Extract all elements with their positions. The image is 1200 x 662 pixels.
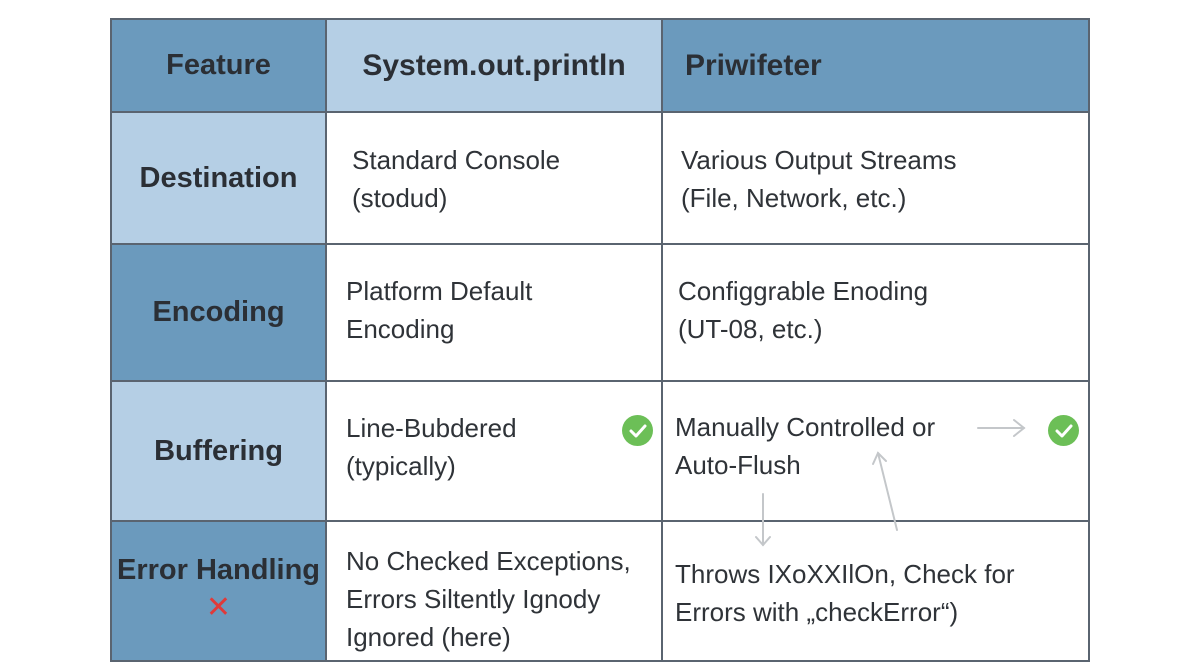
feature-label: Encoding <box>152 296 285 328</box>
printwriter-text: Various Output Streams (File, Network, e… <box>681 145 957 213</box>
println-text: No Checked Exceptions, Errors Siltently … <box>346 546 631 652</box>
feature-label: Destination <box>139 161 298 194</box>
println-text: Platform Default Encoding <box>346 276 533 344</box>
printwriter-cell: Configgrable Enoding (UT-08, etc.) <box>663 245 1088 380</box>
feature-label: Buffering <box>154 434 283 467</box>
header-println: System.out.println <box>327 20 663 111</box>
printwriter-cell: Various Output Streams (File, Network, e… <box>663 113 1088 243</box>
check-circle-icon <box>622 415 653 446</box>
printwriter-cell: Manually Controlled or Auto-Flush <box>663 382 1088 520</box>
println-cell: No Checked Exceptions, Errors Siltently … <box>327 522 663 660</box>
feature-cell: Buffering <box>112 382 327 520</box>
table-row: Buffering Line-Bubdered (typically) Manu… <box>112 380 1088 520</box>
table-row: Destination Standard Console (stodud) Va… <box>112 111 1088 243</box>
println-cell: Platform Default Encoding <box>327 245 663 380</box>
println-text: Line-Bubdered (typically) <box>346 413 517 481</box>
header-printwriter-label: Priwifeter <box>685 48 822 82</box>
feature-cell: Error Handling ✕ <box>112 522 327 660</box>
feature-cell: Destination <box>112 113 327 243</box>
println-cell: Line-Bubdered (typically) <box>327 382 663 520</box>
header-feature: Feature <box>112 20 327 111</box>
table-row: Error Handling ✕ No Checked Exceptions, … <box>112 520 1088 660</box>
printwriter-text: Manually Controlled or Auto-Flush <box>675 412 936 480</box>
println-cell: Standard Console (stodud) <box>327 113 663 243</box>
header-printwriter: Priwifeter <box>663 20 1088 111</box>
printwriter-text: Configgrable Enoding (UT-08, etc.) <box>678 276 929 344</box>
table-row: Encoding Platform Default Encoding Confi… <box>112 243 1088 380</box>
feature-label: Error Handling <box>116 554 320 586</box>
printwriter-cell: Throws IXoXXIlOn, Check for Errors with … <box>663 522 1088 660</box>
printwriter-text: Throws IXoXXIlOn, Check for Errors with … <box>675 559 1015 627</box>
comparison-table: Feature System.out.println Priwifeter De… <box>110 18 1090 662</box>
feature-cell: Encoding <box>112 245 327 380</box>
header-println-label: System.out.println <box>362 48 626 82</box>
x-mark-icon: ✕ <box>205 591 232 624</box>
println-text: Standard Console (stodud) <box>352 145 561 213</box>
table-header-row: Feature System.out.println Priwifeter <box>112 20 1088 111</box>
header-feature-label: Feature <box>166 49 271 81</box>
check-circle-icon <box>1048 415 1079 446</box>
